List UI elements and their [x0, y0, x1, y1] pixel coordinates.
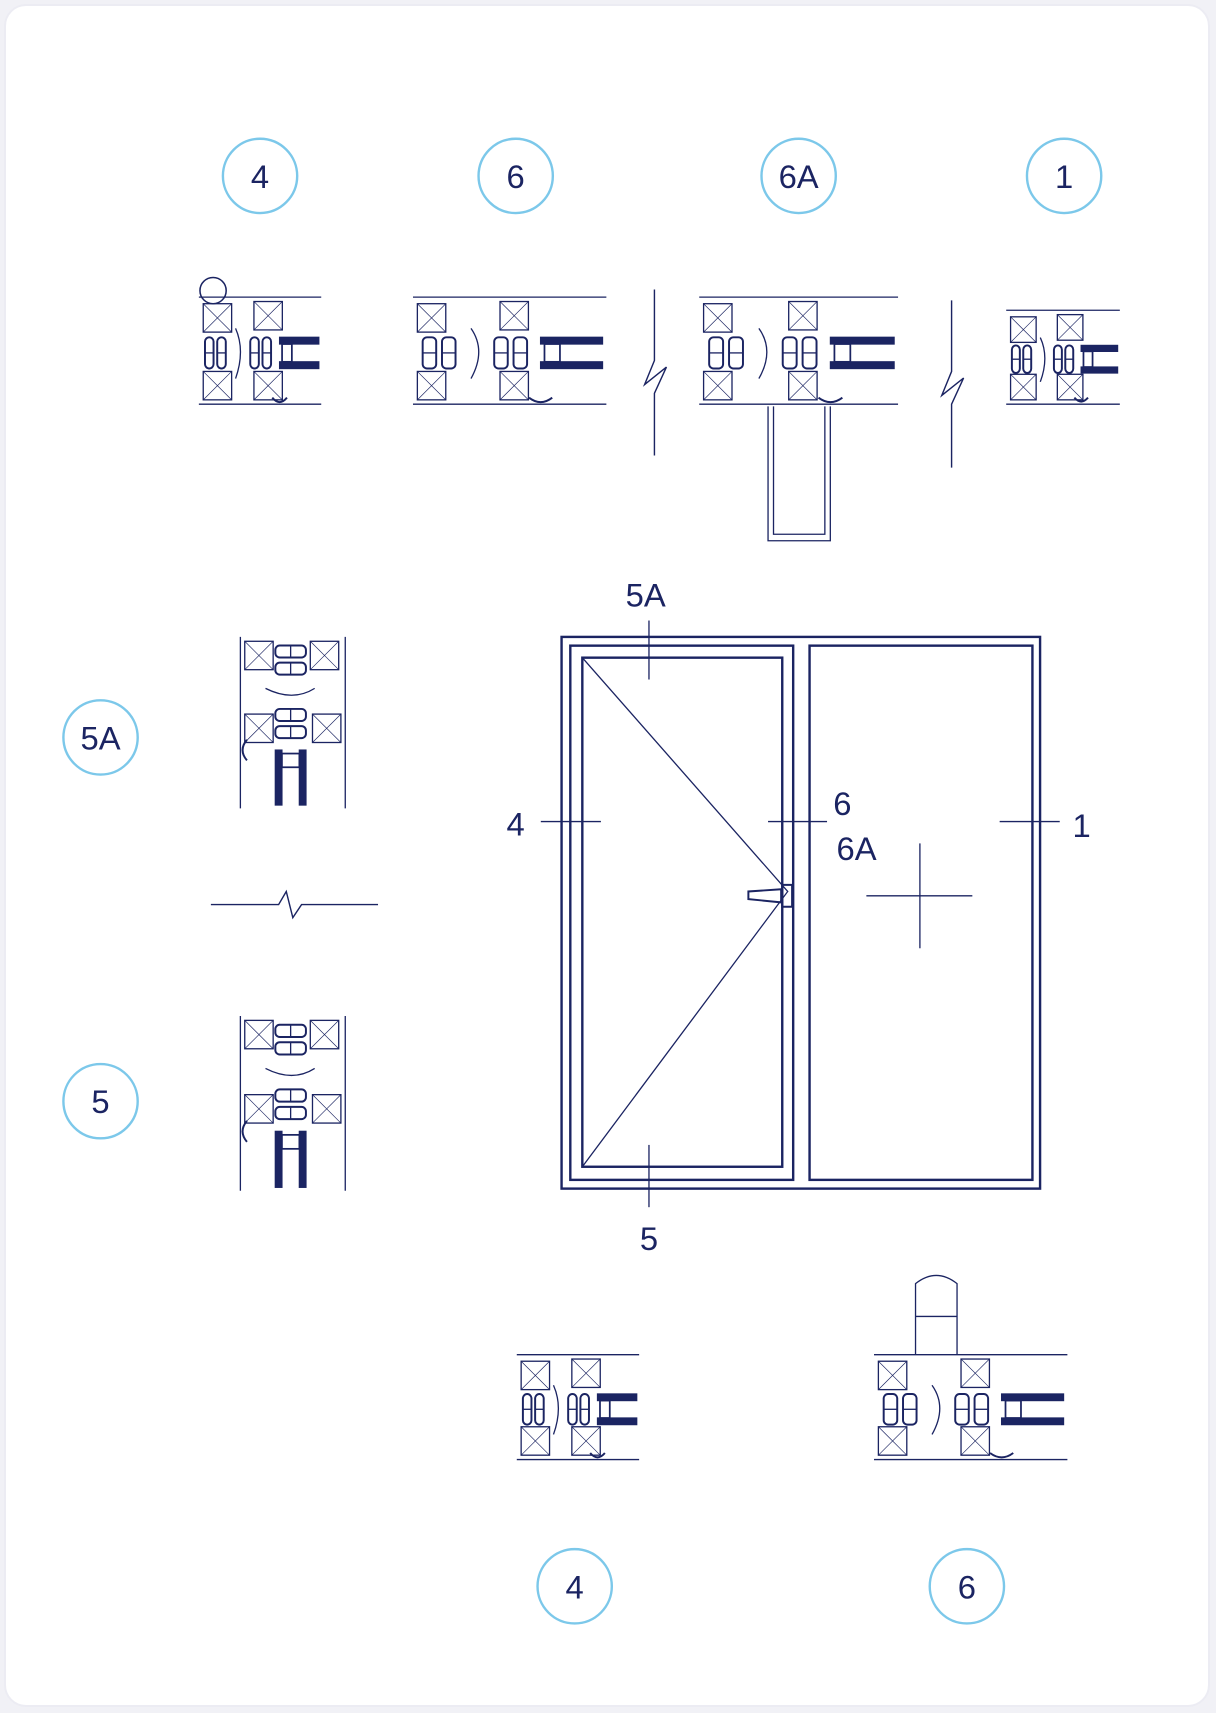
label-5: 5: [640, 1220, 658, 1257]
marker-left-5[interactable]: 5: [62, 1062, 139, 1140]
hinge-cylinder: [914, 1274, 958, 1355]
svg-text:4: 4: [566, 1568, 584, 1605]
break-line: [940, 300, 965, 468]
marker-bottom-6[interactable]: 6: [928, 1547, 1006, 1625]
svg-text:6: 6: [507, 158, 525, 195]
opening-direction-lines: [581, 657, 789, 1168]
marker-left-5a[interactable]: 5A: [62, 699, 139, 776]
marker-bottom-4[interactable]: 4: [536, 1547, 614, 1625]
mullion-profile: [767, 406, 831, 542]
label-5a: 5A: [626, 576, 666, 613]
section-detail-1-top: [1006, 309, 1120, 405]
window-elevation: 5A 4 6 6A 1 5: [507, 576, 1091, 1256]
section-detail-6-bottom: [874, 1354, 1068, 1461]
handle-icon: [747, 883, 794, 908]
svg-text:4: 4: [251, 158, 269, 195]
svg-text:5: 5: [91, 1083, 109, 1120]
marker-top-1[interactable]: 1: [1025, 137, 1103, 215]
marker-top-6[interactable]: 6: [477, 137, 555, 215]
label-4: 4: [507, 806, 525, 843]
seal-circle: [199, 276, 227, 305]
svg-text:1: 1: [1055, 158, 1073, 195]
marker-top-6a[interactable]: 6A: [760, 137, 837, 215]
break-line: [642, 289, 668, 456]
section-detail-4-top: [198, 296, 322, 405]
section-detail-5-left: [239, 1016, 346, 1191]
break-line: [210, 889, 379, 920]
section-detail-6-top: [412, 296, 607, 405]
svg-text:6: 6: [958, 1568, 976, 1605]
label-6: 6: [833, 785, 851, 822]
label-1: 1: [1072, 807, 1090, 844]
section-detail-5a-left: [239, 636, 346, 809]
marker-top-4[interactable]: 4: [221, 137, 299, 215]
label-6a: 6A: [836, 830, 876, 867]
section-detail-4-bottom: [516, 1354, 640, 1461]
section-detail-6a-top: [699, 296, 899, 405]
svg-text:5A: 5A: [81, 719, 121, 756]
svg-text:6A: 6A: [779, 158, 819, 195]
section-details: [198, 276, 1120, 1461]
